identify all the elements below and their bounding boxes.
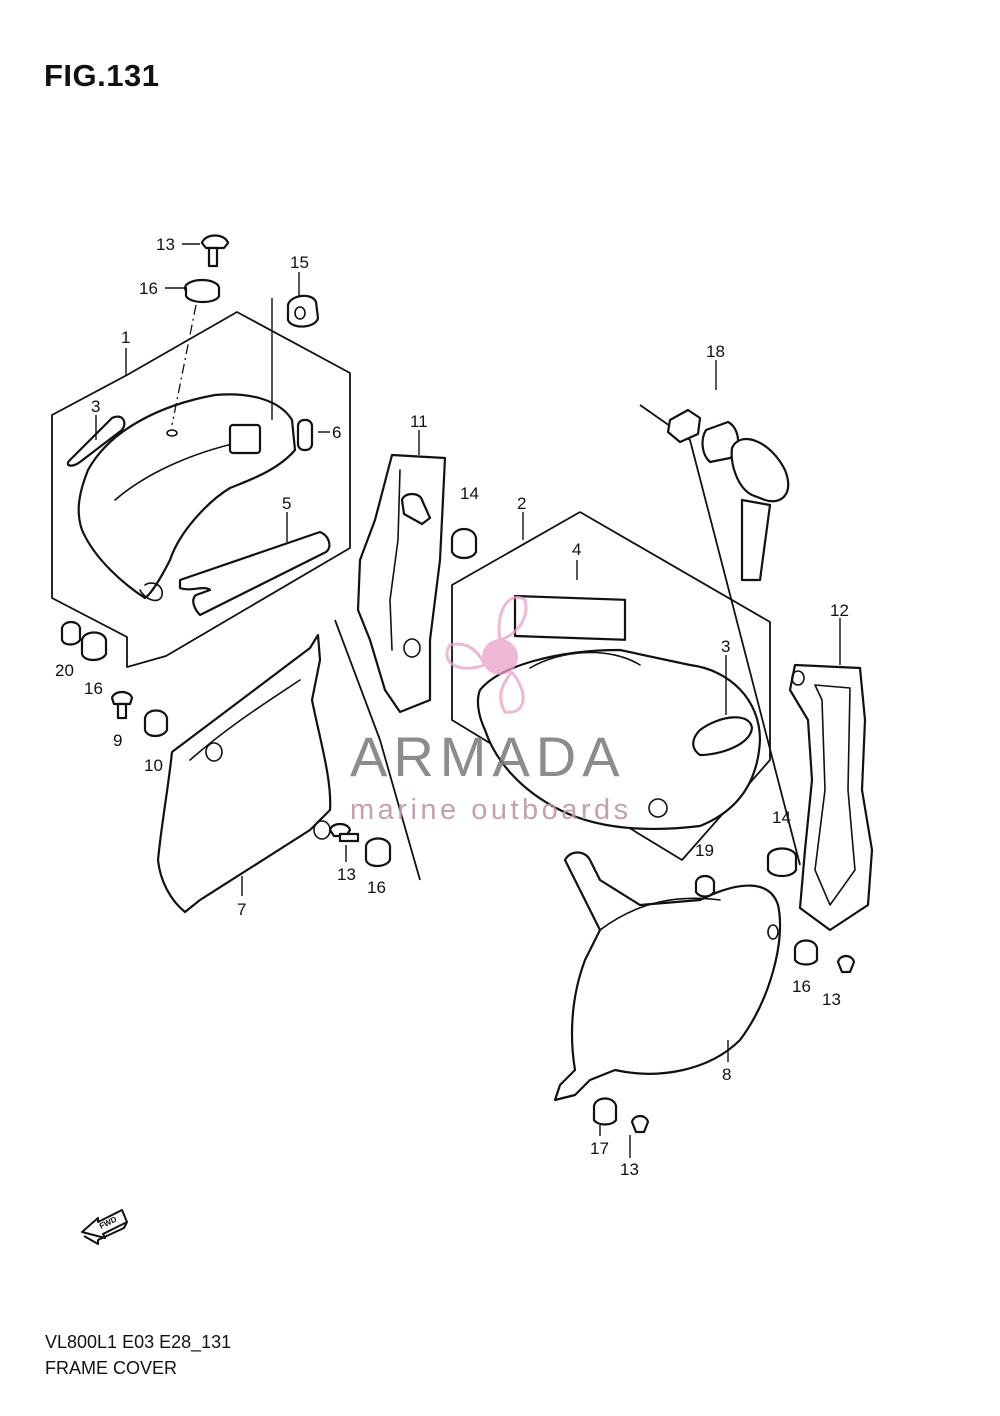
callout-3-left: 3 — [91, 397, 100, 416]
screw-13-top-shank — [207, 246, 219, 268]
callout-13-lower-left: 13 — [337, 865, 356, 884]
cover-1-bracket — [228, 423, 262, 455]
cushion-17 — [592, 1097, 618, 1126]
assembly-outline-right — [451, 511, 771, 861]
label-4 — [513, 594, 627, 641]
callout-1: 1 — [121, 328, 130, 347]
bolt-13-right — [836, 954, 856, 974]
assembly-outline-left — [51, 311, 351, 668]
callout-16-lower: 16 — [367, 878, 386, 897]
cover-1-hole — [166, 429, 178, 437]
callout-12: 12 — [830, 601, 849, 620]
figure-title: FIG.131 — [44, 58, 160, 93]
callout-16-right: 16 — [792, 977, 811, 996]
group-bracket-12 — [766, 663, 874, 974]
group-frame-cover-right — [451, 404, 801, 866]
group-frame-cover-left — [51, 234, 351, 668]
cushion-16-left — [80, 631, 108, 662]
cushion-10 — [143, 709, 169, 738]
callout-15: 15 — [290, 253, 309, 272]
plate-5 — [178, 530, 331, 617]
cover-8-edge — [599, 897, 721, 931]
cushion-15 — [286, 294, 320, 328]
watermark-tagline: marine outboards — [350, 794, 632, 826]
footer-code: VL800L1 E03 E28_131 — [45, 1332, 232, 1352]
footer-title: FRAME COVER — [45, 1358, 178, 1378]
collar-6 — [296, 418, 314, 452]
group-cover-7 — [110, 633, 392, 914]
watermark-logo-icon — [445, 596, 528, 714]
callout-20: 20 — [55, 661, 74, 680]
cover-7-hole-a — [205, 742, 223, 762]
lock-nut-18 — [666, 408, 702, 444]
callout-13-right: 13 — [822, 990, 841, 1009]
nut-20 — [60, 620, 82, 646]
emblem-3-left — [66, 415, 126, 467]
bolt-13-lower-left-shank — [338, 832, 360, 843]
key-head-18 — [730, 438, 790, 503]
cover-7-hole-b — [313, 820, 331, 840]
bracket-12-hole — [791, 670, 805, 686]
cover-2-hole — [648, 798, 668, 818]
group-cover-8 — [553, 851, 782, 1134]
bracket-11-pin — [400, 492, 432, 526]
side-cover-7 — [156, 633, 332, 914]
group-bracket-11 — [334, 453, 478, 881]
cover-2-top-edge — [529, 651, 641, 669]
assembly-outline-mid — [334, 619, 421, 881]
bracket-11-inner — [389, 469, 401, 651]
bolt-9 — [110, 690, 134, 706]
assembly-outline-lock — [639, 404, 801, 866]
callout-3-right: 3 — [721, 637, 730, 656]
callout-17: 17 — [590, 1139, 609, 1158]
callout-10: 10 — [144, 756, 163, 775]
cushion-14-mid — [450, 527, 478, 560]
cushion-16-top-side — [184, 286, 221, 304]
callout-13-top: 13 — [156, 235, 175, 254]
callout-9: 9 — [113, 731, 122, 750]
callout-4: 4 — [572, 540, 581, 559]
nut-19 — [694, 874, 716, 898]
callout-2: 2 — [517, 494, 526, 513]
screw-13-top — [200, 234, 230, 250]
callout-7: 7 — [237, 900, 246, 919]
cushion-14-right — [766, 847, 798, 878]
callout-labels: 13 16 15 1 3 6 5 20 16 9 10 7 13 16 11 1… — [55, 235, 849, 1179]
cushion-16-lower — [364, 837, 392, 868]
bolt-13-bottom — [630, 1114, 650, 1134]
cushion-16-right — [793, 939, 819, 966]
alignment-line-16 — [171, 304, 197, 426]
leader-lines — [95, 243, 841, 1158]
cushion-15-hole — [294, 306, 306, 320]
bracket-11-hole — [403, 638, 421, 658]
callout-14-mid: 14 — [460, 484, 479, 503]
callout-19: 19 — [695, 841, 714, 860]
callout-16-left: 16 — [84, 679, 103, 698]
callout-14-right: 14 — [772, 808, 791, 827]
callout-16-top: 16 — [139, 279, 158, 298]
watermark-name: ARMADA — [350, 725, 626, 788]
bracket-12-inner — [814, 684, 856, 906]
callout-5: 5 — [282, 494, 291, 513]
forward-arrow-icon: FWD — [81, 1209, 128, 1245]
callout-11: 11 — [410, 412, 428, 431]
callout-18: 18 — [706, 342, 725, 361]
cover-8-hole — [767, 924, 779, 940]
bracket-12 — [788, 663, 874, 932]
callout-6: 6 — [332, 423, 341, 442]
bolt-9-shank — [116, 702, 128, 720]
callout-13-bottom: 13 — [620, 1160, 639, 1179]
key-blade-18 — [740, 498, 772, 582]
cover-1-grommet — [139, 582, 163, 602]
cover-7-edge — [189, 679, 301, 761]
lock-cylinder-18 — [701, 420, 740, 464]
frame-cover-2 — [476, 648, 762, 831]
bracket-11 — [356, 453, 447, 714]
side-cover-8 — [553, 851, 782, 1102]
emblem-3-right — [692, 716, 754, 757]
callout-8: 8 — [722, 1065, 731, 1084]
